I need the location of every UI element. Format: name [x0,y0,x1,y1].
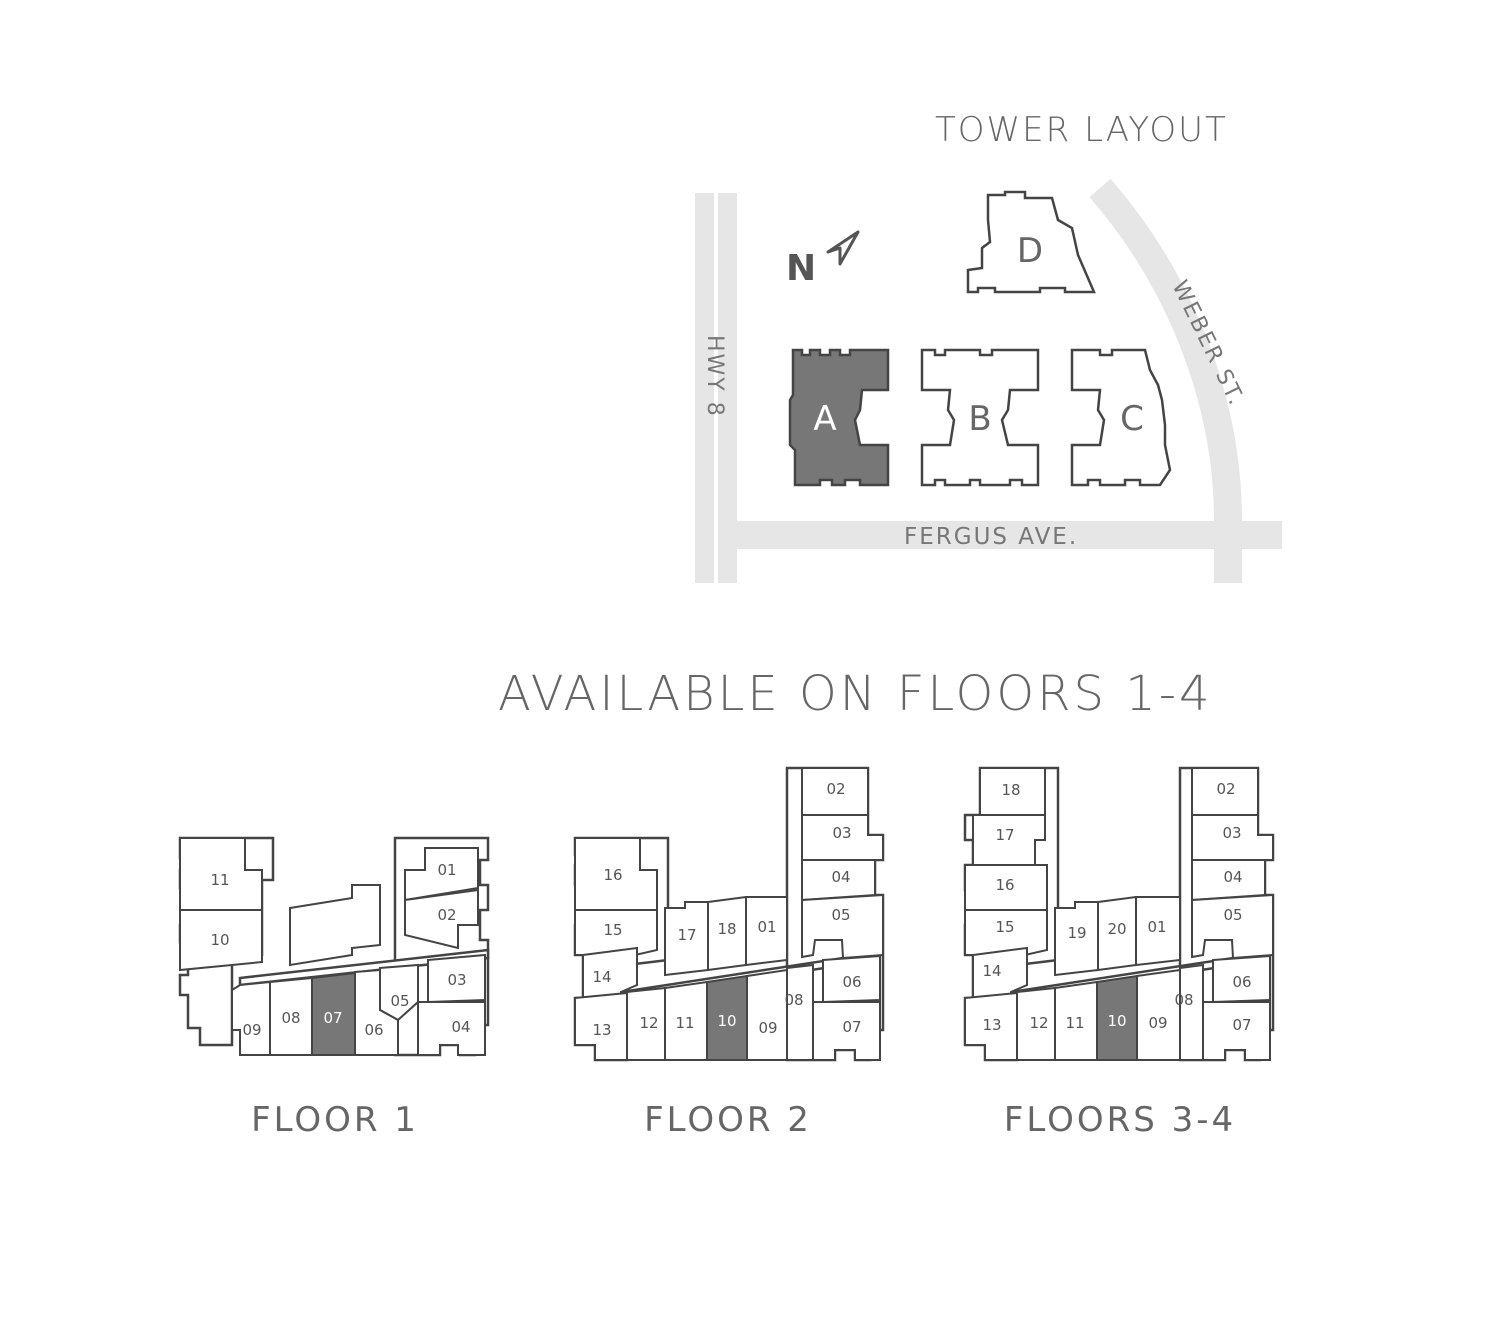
unit-label: 03 [832,824,851,842]
unit-label: 09 [1148,1014,1167,1032]
tower-a[interactable]: A [788,348,890,487]
unit-08 [1179,963,1204,1061]
availability-title: AVAILABLE ON FLOORS 1-4 [498,666,1213,722]
weber-st-road [1089,178,1242,583]
unit-label: 17 [677,926,696,944]
unit-label: 08 [281,1009,300,1027]
tower-c[interactable]: C [1070,348,1172,487]
tower-d-label[interactable]: D [1017,231,1043,271]
unit-label: 17 [995,826,1014,844]
unit-label: 10 [210,931,229,949]
tower-b[interactable]: B [920,348,1040,487]
unit-label: 12 [1029,1014,1048,1032]
unit-label: 11 [675,1014,694,1032]
floor-1-corridor-block [289,884,381,967]
unit-09 [746,968,788,1061]
unit-label: 08 [1174,991,1193,1009]
unit-06 [822,954,881,1004]
unit-label: 04 [831,868,850,886]
unit-label: 13 [592,1021,611,1039]
unit-label: 02 [437,906,456,924]
tower-c-label[interactable]: C [1120,399,1144,439]
unit-label: 06 [842,973,861,991]
unit-label: 14 [592,968,611,986]
unit-label: 16 [995,876,1014,894]
unit-05 [801,893,884,960]
unit-08 [786,963,814,1061]
unit-label: 11 [1065,1014,1084,1032]
unit-05 [1191,893,1274,960]
unit-03 [801,814,884,861]
unit-01 [1135,896,1181,967]
fergus-ave-label: FERGUS AVE. [904,524,1078,550]
unit-label: 03 [1222,824,1241,842]
floors-3-4-plan: 18 17 16 15 14 13 12 11 10 09 19 20 01 0… [963,766,1275,1062]
unit-09 [231,980,271,1056]
unit-label: 01 [757,918,776,936]
unit-label: 10 [717,1012,736,1030]
unit-label: 11 [210,871,229,889]
unit-label: 18 [717,920,736,938]
unit-label: 01 [1147,918,1166,936]
unit-01 [745,896,788,967]
floor-2-plan: 16 15 14 13 12 11 10 09 17 18 01 02 03 0… [573,766,885,1062]
unit-07 [812,1001,881,1061]
tower-d[interactable]: D [966,190,1096,294]
unit-label: 05 [1223,906,1242,924]
unit-02 [404,888,479,950]
unit-label: 02 [1216,780,1235,798]
unit-label: 12 [639,1014,658,1032]
unit-label: 13 [982,1016,1001,1034]
unit-15 [574,909,658,956]
floor-2-caption: FLOOR 2 [644,1100,812,1140]
tower-a-label[interactable]: A [813,399,836,439]
unit-label: 15 [995,918,1014,936]
unit-07 [1202,1001,1271,1061]
unit-06 [1212,954,1271,1004]
unit-10 [179,909,263,972]
unit-label: 14 [982,962,1001,980]
unit-label: 07 [1232,1016,1251,1034]
tower-site-map: HWY 8 FERGUS AVE. WEBER ST. N A B C D [695,178,1282,583]
unit-label: 02 [826,780,845,798]
floors-3-4-caption: FLOORS 3-4 [1003,1100,1237,1140]
unit-15 [964,909,1048,956]
floor-1-plan: 11 10 01 02 03 05 04 09 08 07 06 [178,836,490,1057]
unit-label: 18 [1001,781,1020,799]
unit-03 [427,953,486,1004]
unit-label: 01 [437,861,456,879]
unit-label: 07 [842,1018,861,1036]
unit-label: 08 [784,991,803,1009]
unit-label: 04 [1223,868,1242,886]
unit-label: 04 [451,1018,470,1036]
tower-layout-title: TOWER LAYOUT [935,110,1228,150]
unit-label: 05 [831,906,850,924]
unit-label: 06 [1232,973,1251,991]
tower-b-label[interactable]: B [968,399,991,439]
hwy-8-label: HWY 8 [702,335,727,418]
unit-label: 09 [242,1021,261,1039]
unit-label: 03 [447,971,466,989]
unit-label: 19 [1067,924,1086,942]
unit-label: 10 [1107,1012,1126,1030]
floor-1-caption: FLOOR 1 [251,1100,419,1140]
fergus-ave-road [737,521,1282,549]
north-arrow-icon: N [786,230,860,289]
unit-label: 16 [603,866,622,884]
unit-label: 15 [603,921,622,939]
unit-label: 09 [758,1019,777,1037]
unit-label: 07 [323,1009,342,1027]
unit-label: 20 [1107,920,1126,938]
unit-04 [417,1001,486,1056]
north-label: N [786,248,816,289]
unit-label: 05 [390,992,409,1010]
unit-label: 06 [364,1021,383,1039]
